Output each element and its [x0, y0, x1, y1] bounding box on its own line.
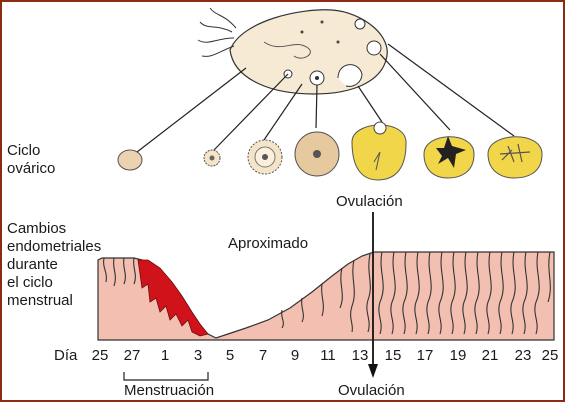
approximate-label: Aproximado: [228, 235, 309, 252]
day-tick: 21: [481, 347, 499, 364]
ovulation-label-top: Ovulación: [336, 193, 403, 210]
menstruation-label: Menstruación: [124, 382, 215, 399]
endometrial-changes-label: Cambios endometriales durante el ciclo m…: [7, 220, 102, 309]
ovulation-arrow: [368, 212, 378, 378]
day-tick: 9: [290, 347, 300, 364]
endometrial-glands-right: [281, 251, 551, 335]
day-tick: 25: [91, 347, 109, 364]
ovarian-stages: [117, 121, 543, 181]
endometrial-glands-left: [103, 257, 136, 287]
day-tick: 1: [160, 347, 170, 364]
day-tick: 11: [320, 347, 336, 364]
ovulation-label-bottom: Ovulación: [338, 382, 405, 399]
day-tick: 23: [514, 347, 532, 364]
day-axis-label: Día: [54, 347, 78, 364]
day-tick: 3: [193, 347, 203, 364]
day-tick: 17: [416, 347, 434, 364]
day-tick: 13: [351, 347, 369, 364]
menstrual-flow: [137, 259, 209, 337]
menstruation-bracket: [123, 372, 209, 381]
ovary-illustration: [197, 7, 388, 95]
day-tick: 15: [384, 347, 402, 364]
day-tick: 27: [123, 347, 141, 364]
day-tick: 19: [449, 347, 467, 364]
ovarian-cycle-label: Ciclo ovárico: [7, 142, 56, 177]
day-tick: 5: [225, 347, 235, 364]
stage-pointer-lines: [136, 43, 515, 153]
day-tick: 25: [541, 347, 559, 364]
day-tick: 7: [258, 347, 268, 364]
